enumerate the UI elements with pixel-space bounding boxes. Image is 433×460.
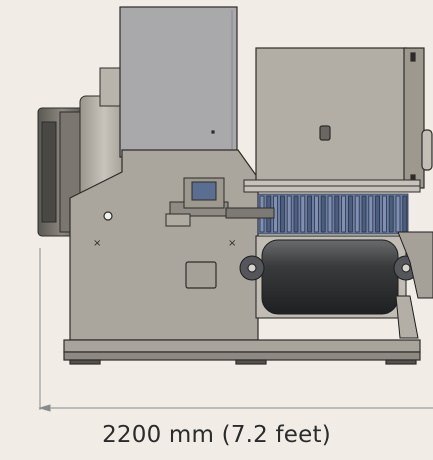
dimension-line xyxy=(38,248,433,412)
svg-text:×: × xyxy=(228,238,236,249)
blade-tooth xyxy=(341,195,347,233)
blade-tooth xyxy=(395,195,401,233)
svg-text:×: × xyxy=(93,238,101,249)
blade-tooth xyxy=(368,195,374,233)
blade-tooth xyxy=(279,195,285,233)
feed-hopper-box xyxy=(119,6,238,158)
blade-tooth xyxy=(327,195,333,233)
blade-comb xyxy=(257,193,409,235)
guide-rail xyxy=(243,179,421,193)
blade-tooth xyxy=(286,195,292,233)
blade-tooth xyxy=(388,195,394,233)
blade-tooth xyxy=(375,195,381,233)
blade-tooth xyxy=(347,195,353,233)
base-frame xyxy=(63,339,421,365)
blade-tooth xyxy=(313,195,319,233)
cutter-housing xyxy=(255,47,433,189)
blade-tooth xyxy=(307,195,313,233)
blade-tooth xyxy=(293,195,299,233)
blade-tooth xyxy=(300,195,306,233)
adjustment-mechanism xyxy=(165,177,275,227)
blade-tooth xyxy=(402,195,408,233)
blade-tooth xyxy=(354,195,360,233)
blade-tooth xyxy=(381,195,387,233)
dimension-label: 2200 mm (7.2 feet) xyxy=(102,422,331,448)
conveyor-roller xyxy=(239,231,433,339)
blade-tooth xyxy=(361,195,367,233)
blade-tooth xyxy=(320,195,326,233)
blade-tooth xyxy=(334,195,340,233)
